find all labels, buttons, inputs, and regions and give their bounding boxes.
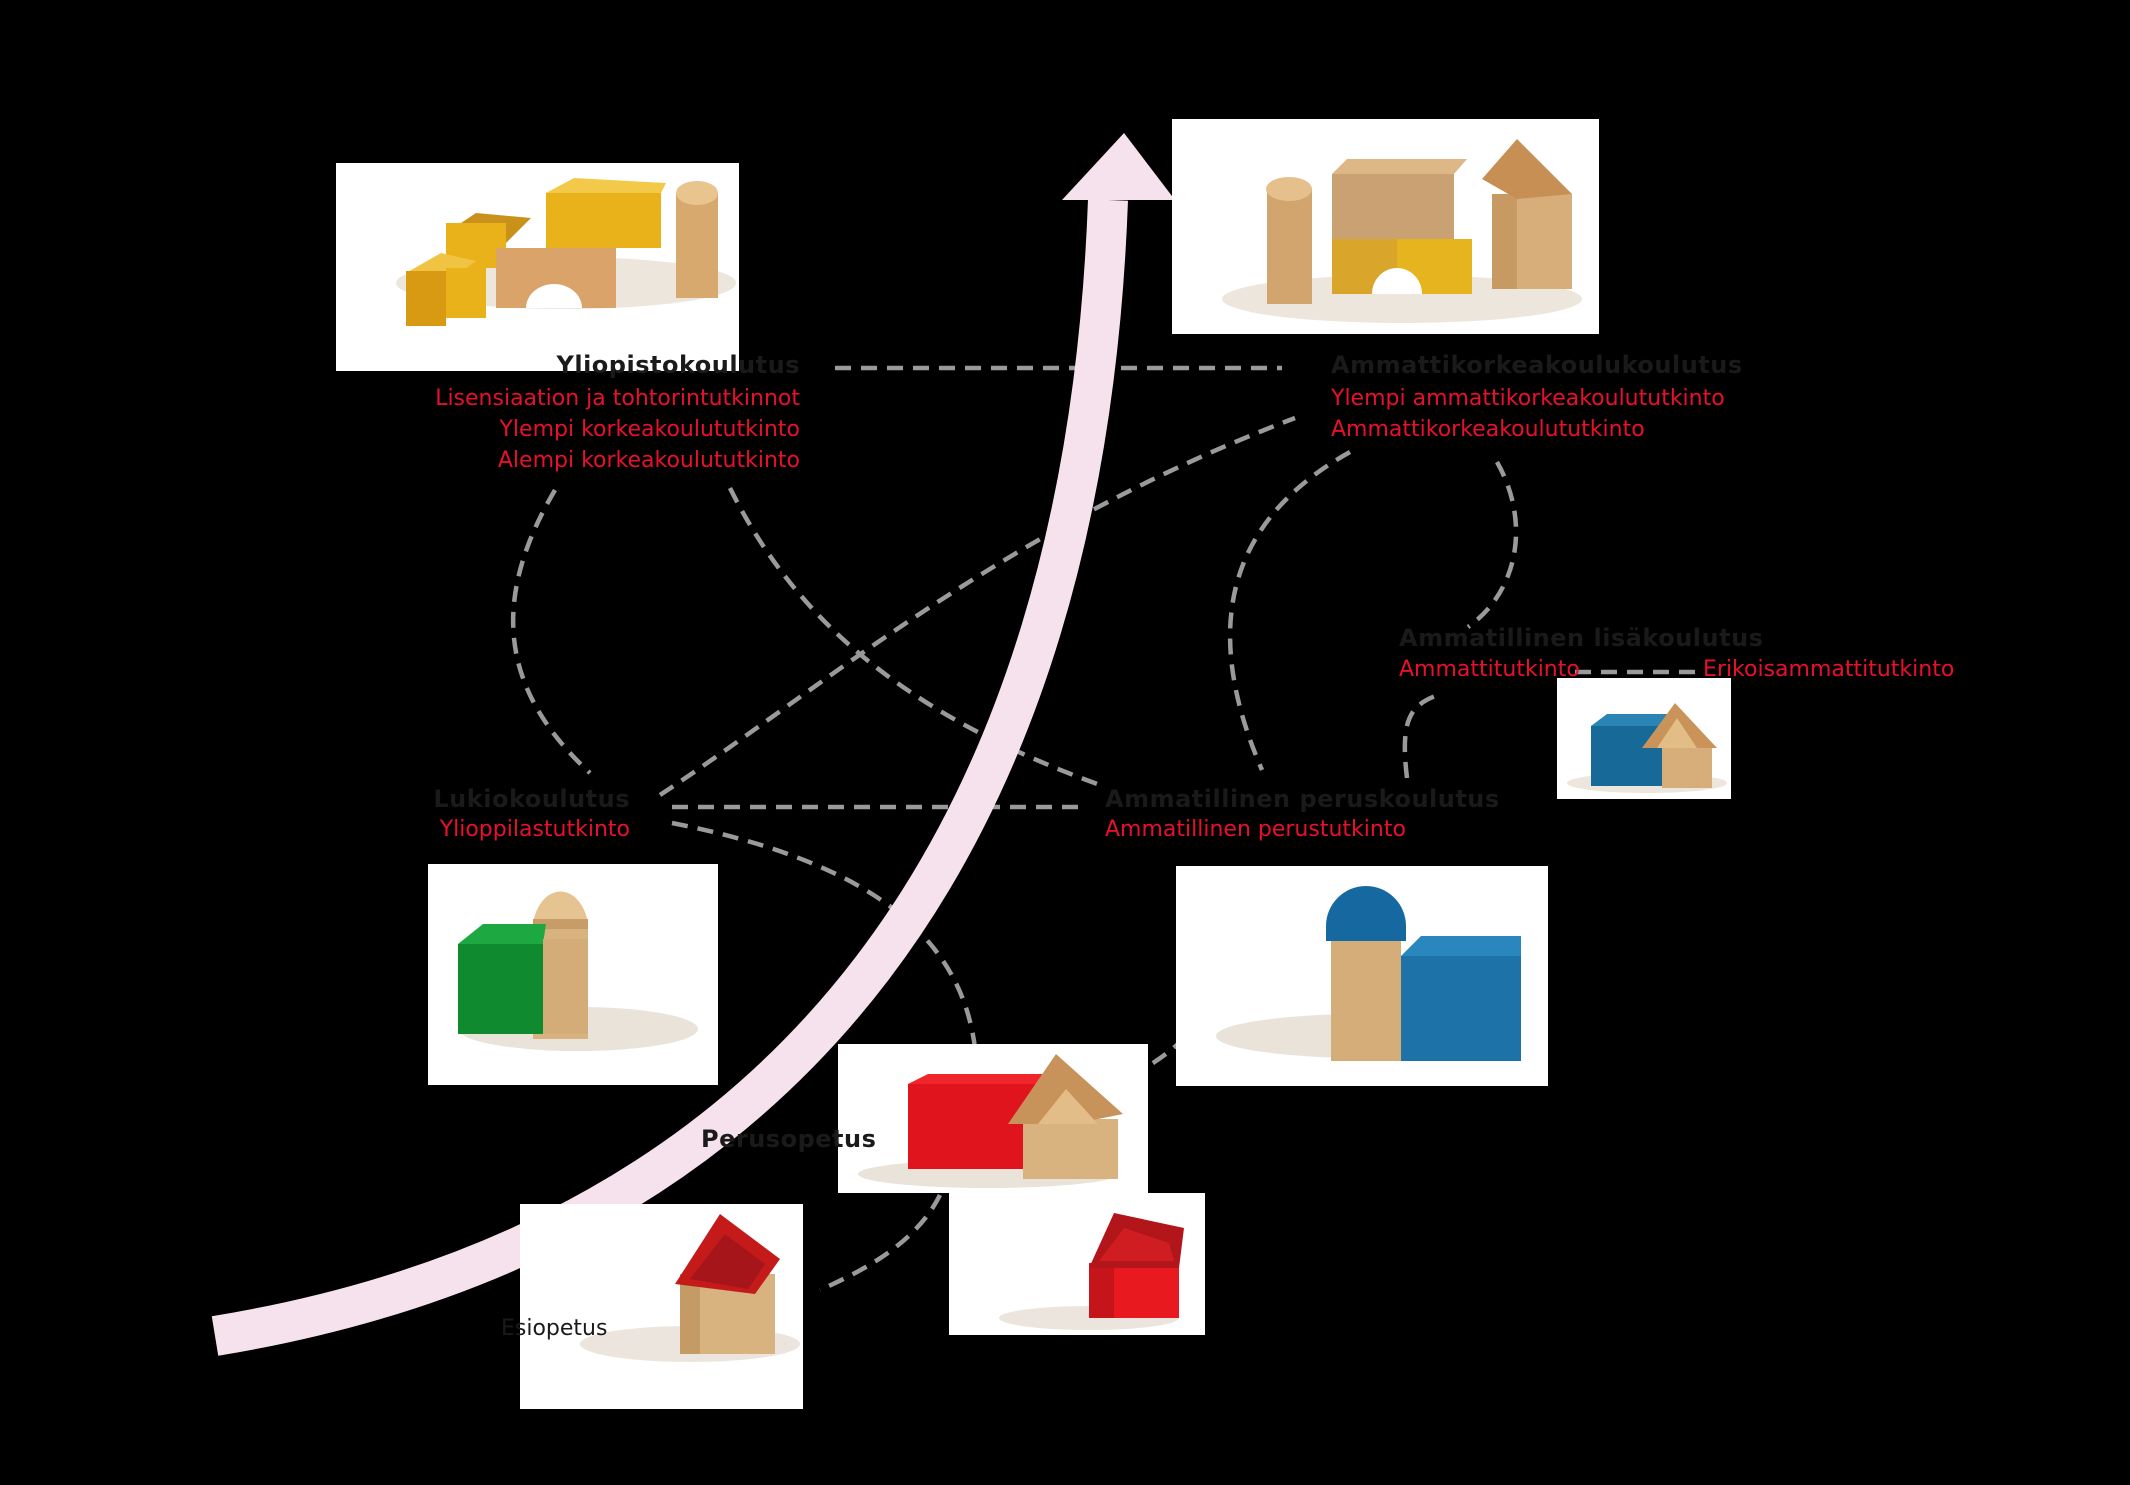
progression-arrow xyxy=(211,133,1175,1356)
connector-yliopisto-peruskoulutus xyxy=(727,487,1101,788)
yliopisto-degrees: Lisensiaation ja tohtorintutkinnot Ylemp… xyxy=(435,383,800,476)
wooden-house-red-roof-image xyxy=(520,1204,803,1409)
connector-lukio-amk xyxy=(658,415,1296,797)
yliopisto-title: Yliopistokoulutus xyxy=(556,351,800,379)
connector-amk-lisakoulutus xyxy=(1466,460,1519,629)
yellow-blocks-house-image xyxy=(336,163,739,371)
esiopetus-title: Esiopetus xyxy=(501,1316,608,1341)
peruskoulutus-title: Ammatillinen peruskoulutus xyxy=(1105,785,1500,813)
lukio-degree: Ylioppilastutkinto xyxy=(439,817,630,842)
lukio-title: Lukiokoulutus xyxy=(433,785,630,813)
lisakoulutus-degree-2: Erikoisammattitutkinto xyxy=(1703,657,1955,682)
amk-degree-2: Ammattikorkeakoulututkinto xyxy=(1331,417,1645,442)
yliopisto-degree-3: Alempi korkeakoulututkinto xyxy=(497,448,800,473)
connector-amk-peruskoulutus xyxy=(1227,450,1352,771)
yliopisto-degree-1: Lisensiaation ja tohtorintutkinnot xyxy=(435,386,800,411)
perusopetus-title: Perusopetus xyxy=(701,1125,877,1153)
connector-peruskoulutus-lisakoulutus xyxy=(1402,692,1439,779)
red-house-block-image xyxy=(949,1193,1205,1335)
connector-perusopetus-esiopetus xyxy=(819,1193,943,1293)
red-block-wooden-house-image xyxy=(838,1044,1148,1193)
amk-degrees: Ylempi ammattikorkeakoulututkinto Ammatt… xyxy=(1331,383,1725,445)
amk-degree-1: Ylempi ammattikorkeakoulututkinto xyxy=(1331,386,1725,411)
amk-title: Ammattikorkeakoulukoulutus xyxy=(1331,351,1743,379)
lisakoulutus-title: Ammatillinen lisäkoulutus xyxy=(1399,624,1764,652)
wooden-yellow-blocks-building-image xyxy=(1172,119,1599,334)
connector-yliopisto-lukio xyxy=(510,488,592,775)
lisakoulutus-degree-1: Ammattitutkinto xyxy=(1399,657,1580,682)
yliopisto-degree-2: Ylempi korkeakoulututkinto xyxy=(499,417,800,442)
peruskoulutus-degree: Ammatillinen perustutkinto xyxy=(1105,817,1406,842)
blue-blocks-with-cylinder-image xyxy=(1176,866,1548,1086)
green-block-with-cylinder-image xyxy=(428,864,718,1085)
blue-wooden-house-image xyxy=(1557,678,1731,799)
